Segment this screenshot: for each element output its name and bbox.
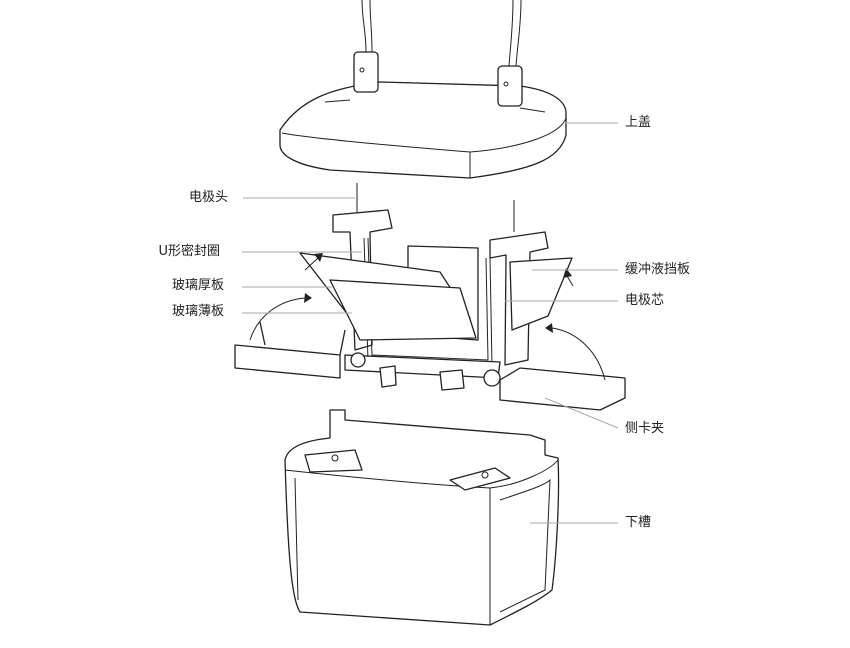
cable-right	[508, 0, 514, 67]
buffer-dam	[509, 257, 573, 331]
side-clamp-right	[499, 367, 626, 411]
label-lid: 上盖	[625, 115, 652, 130]
label-thick-glass: 玻璃厚板	[171, 278, 224, 293]
thick-glass	[329, 279, 477, 341]
label-electrode-head: 电极头	[188, 190, 228, 205]
cable-left	[361, 0, 367, 53]
lower-tank	[284, 409, 560, 626]
label-buffer-dam: 缓冲液挡板	[625, 262, 691, 277]
leader-lines	[242, 122, 619, 524]
label-thin-glass: 玻璃薄板	[171, 304, 224, 319]
connector-left	[353, 51, 379, 93]
label-side-clamp: 侧卡夹	[625, 421, 665, 436]
label-u-seal: U形密封圈	[158, 244, 220, 259]
connector-right	[497, 65, 523, 107]
electrode-core	[299, 183, 573, 391]
label-lower-tank: 下槽	[625, 515, 652, 530]
lid	[279, 51, 567, 179]
label-electrode-core: 电极芯	[625, 293, 665, 308]
side-clamp-left	[234, 321, 346, 379]
